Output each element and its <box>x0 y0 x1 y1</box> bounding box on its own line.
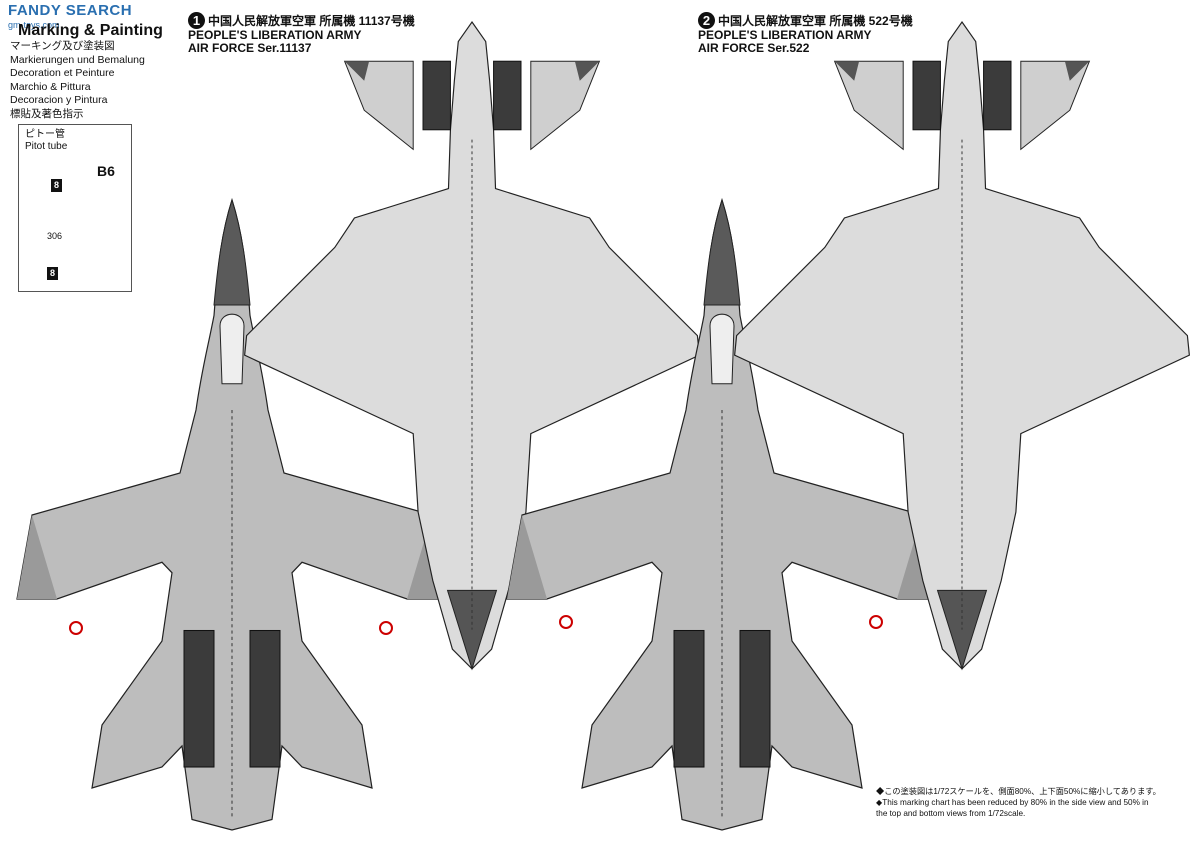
watermark-url: gm-toys.com <box>8 20 60 30</box>
scheme2-badge: 2 <box>698 12 715 29</box>
pitot-callout-bottom: 8 <box>47 267 59 280</box>
lang-fr: Decoration et Peinture <box>10 67 115 80</box>
lang-de: Markierungen und Bemalung <box>10 53 145 66</box>
scheme1-line2: PEOPLE'S LIBERATION ARMY <box>188 28 362 42</box>
language-titles: マーキング及び塗装図 Markierungen und Bemalung Dec… <box>10 40 145 122</box>
scheme1-badge: 1 <box>188 12 205 29</box>
scale-note-en1: ◆This marking chart has been reduced by … <box>876 798 1149 807</box>
lang-it: Marchio & Pittura <box>10 80 91 93</box>
scheme1-top-view <box>244 21 700 670</box>
scale-note-jp: ◆この塗装図は1/72スケールを、側面80%、上下面50%に縮小してあります。 <box>876 787 1161 796</box>
scale-note: ◆この塗装図は1/72スケールを、側面80%、上下面50%に縮小してあります。 … <box>876 786 1196 819</box>
watermark-logo: FANDY SEARCH <box>8 2 133 19</box>
scheme2-line2: PEOPLE'S LIBERATION ARMY <box>698 28 872 42</box>
lang-es: Decoracion y Pintura <box>10 94 108 107</box>
pitot-label-jp: ピトー管 <box>25 129 65 140</box>
scheme1-line1: 中国人民解放軍空軍 所属機 11137号機 <box>208 14 415 28</box>
pitot-callout-mid: 306 <box>47 231 63 241</box>
scheme2-line3: AIR FORCE Ser.522 <box>698 41 810 55</box>
pitot-tube-box: ピトー管 Pitot tube B6 8 306 8 <box>18 124 132 292</box>
roundel-markers <box>69 615 883 635</box>
pitot-label: ピトー管 Pitot tube <box>25 129 67 153</box>
scheme1-line3: AIR FORCE Ser.11137 <box>188 41 312 55</box>
scheme2-line1: 中国人民解放軍空軍 所属機 522号機 <box>718 14 913 28</box>
page-title: Marking & Painting <box>18 22 163 39</box>
pitot-callout-top: 8 <box>51 179 63 192</box>
lang-jp: マーキング及び塗装図 <box>10 40 115 52</box>
lang-cn: 標貼及著色指示 <box>10 107 84 120</box>
pitot-part-number: B6 <box>97 163 115 179</box>
scheme2-top-view <box>734 21 1190 670</box>
pitot-label-en: Pitot tube <box>25 141 68 152</box>
scale-note-en2: the top and bottom views from 1/72scale. <box>876 809 1026 818</box>
